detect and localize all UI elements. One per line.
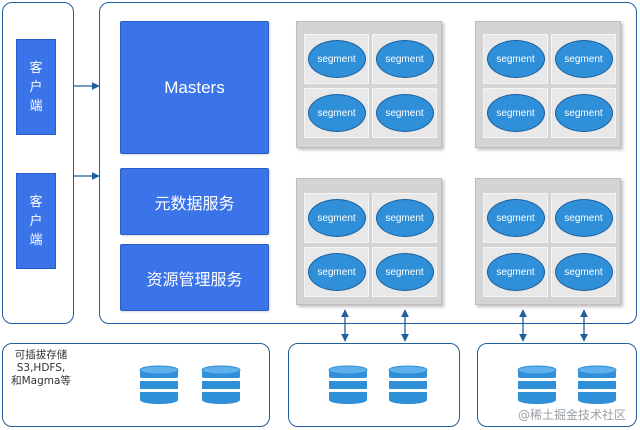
segment-node[interactable]: segment: [554, 40, 613, 78]
segment-node[interactable]: segment: [375, 199, 434, 237]
segment-node[interactable]: segment: [307, 199, 366, 237]
segment-node[interactable]: segment: [375, 253, 434, 291]
segment-node[interactable]: segment: [554, 199, 613, 237]
segment-cell: segment: [483, 88, 548, 138]
segment-node[interactable]: segment: [486, 94, 545, 132]
segment-cell: segment: [304, 88, 369, 138]
segment-cell: segment: [551, 193, 616, 243]
segment-cell: segment: [483, 34, 548, 84]
client-box-1[interactable]: 客户端: [16, 39, 56, 135]
client-box-2[interactable]: 客户端: [16, 173, 56, 269]
resource-management-box[interactable]: 资源管理服务: [120, 244, 269, 311]
storage-label-line-1: 可插拔存储: [14, 349, 68, 361]
storage-label: 可插拔存储 S3,HDFS, 和Magma等: [5, 349, 77, 388]
segment-node[interactable]: segment: [486, 253, 545, 291]
masters-label: Masters: [164, 77, 225, 97]
storage-label-line-3: 和Magma等: [11, 375, 71, 387]
segment-node[interactable]: segment: [554, 253, 613, 291]
segment-node[interactable]: segment: [307, 94, 366, 132]
segment-node[interactable]: segment: [307, 253, 366, 291]
masters-box[interactable]: Masters: [120, 21, 269, 154]
segment-cell: segment: [551, 34, 616, 84]
resource-management-label: 资源管理服务: [146, 269, 243, 289]
segment-node[interactable]: segment: [486, 40, 545, 78]
segment-cell: segment: [372, 247, 437, 297]
segment-group-2: segment segment segment segment: [475, 21, 621, 148]
segment-cell: segment: [551, 247, 616, 297]
watermark: @稀土掘金技术社区: [517, 408, 626, 422]
segment-cell: segment: [372, 34, 437, 84]
segment-cell: segment: [304, 193, 369, 243]
segment-cell: segment: [483, 247, 548, 297]
segment-cell: segment: [304, 247, 369, 297]
client-label-2: 客户端: [29, 194, 43, 248]
metadata-service-box[interactable]: 元数据服务: [120, 168, 269, 235]
segment-cell: segment: [304, 34, 369, 84]
segment-cell: segment: [483, 193, 548, 243]
segment-node[interactable]: segment: [554, 94, 613, 132]
segment-group-1: segment segment segment segment: [296, 21, 442, 148]
storage-panel-middle: [288, 343, 460, 427]
segment-cell: segment: [372, 193, 437, 243]
segment-node[interactable]: segment: [486, 199, 545, 237]
client-label-1: 客户端: [29, 60, 43, 114]
storage-label-line-2: S3,HDFS,: [16, 362, 66, 374]
segment-node[interactable]: segment: [375, 94, 434, 132]
segment-cell: segment: [372, 88, 437, 138]
segment-cell: segment: [551, 88, 616, 138]
segment-node[interactable]: segment: [307, 40, 366, 78]
segment-group-4: segment segment segment segment: [475, 178, 621, 305]
metadata-service-label: 元数据服务: [154, 193, 235, 213]
segment-node[interactable]: segment: [375, 40, 434, 78]
segment-group-3: segment segment segment segment: [296, 178, 442, 305]
